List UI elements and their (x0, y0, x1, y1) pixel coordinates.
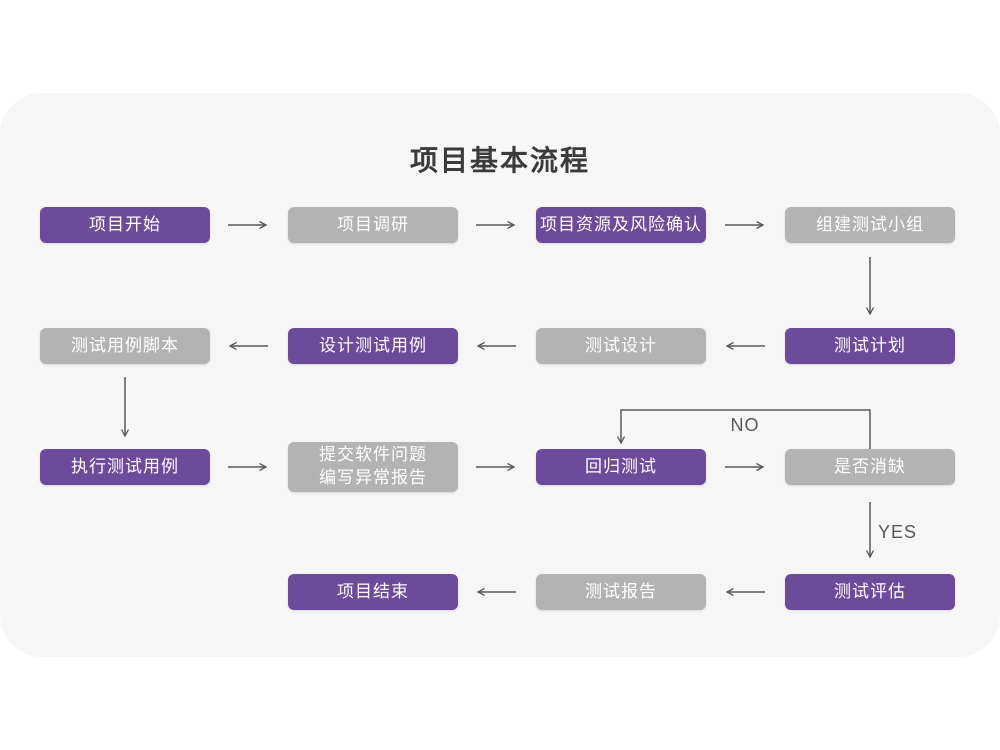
node-submit-issue-report: 提交软件问题 编写异常报告 (288, 442, 458, 492)
node-test-report: 测试报告 (536, 574, 706, 610)
node-project-research: 项目调研 (288, 207, 458, 243)
node-defect-cleared-decision: 是否消缺 (785, 449, 955, 485)
node-project-end: 项目结束 (288, 574, 458, 610)
no-branch-label: NO (730, 415, 760, 435)
yes-branch-label: YES (878, 522, 918, 542)
node-project-start: 项目开始 (40, 207, 210, 243)
node-regression-test: 回归测试 (536, 449, 706, 485)
node-test-evaluation: 测试评估 (785, 574, 955, 610)
node-resources-risk-confirm: 项目资源及风险确认 (536, 207, 706, 243)
node-design-test-case: 设计测试用例 (288, 328, 458, 364)
node-test-plan: 测试计划 (785, 328, 955, 364)
node-test-design: 测试设计 (536, 328, 706, 364)
node-execute-test-case: 执行测试用例 (40, 449, 210, 485)
page-title: 项目基本流程 (409, 145, 590, 176)
node-test-case-script: 测试用例脚本 (40, 328, 210, 364)
node-build-test-team: 组建测试小组 (785, 207, 955, 243)
flowchart-card (0, 93, 1000, 657)
